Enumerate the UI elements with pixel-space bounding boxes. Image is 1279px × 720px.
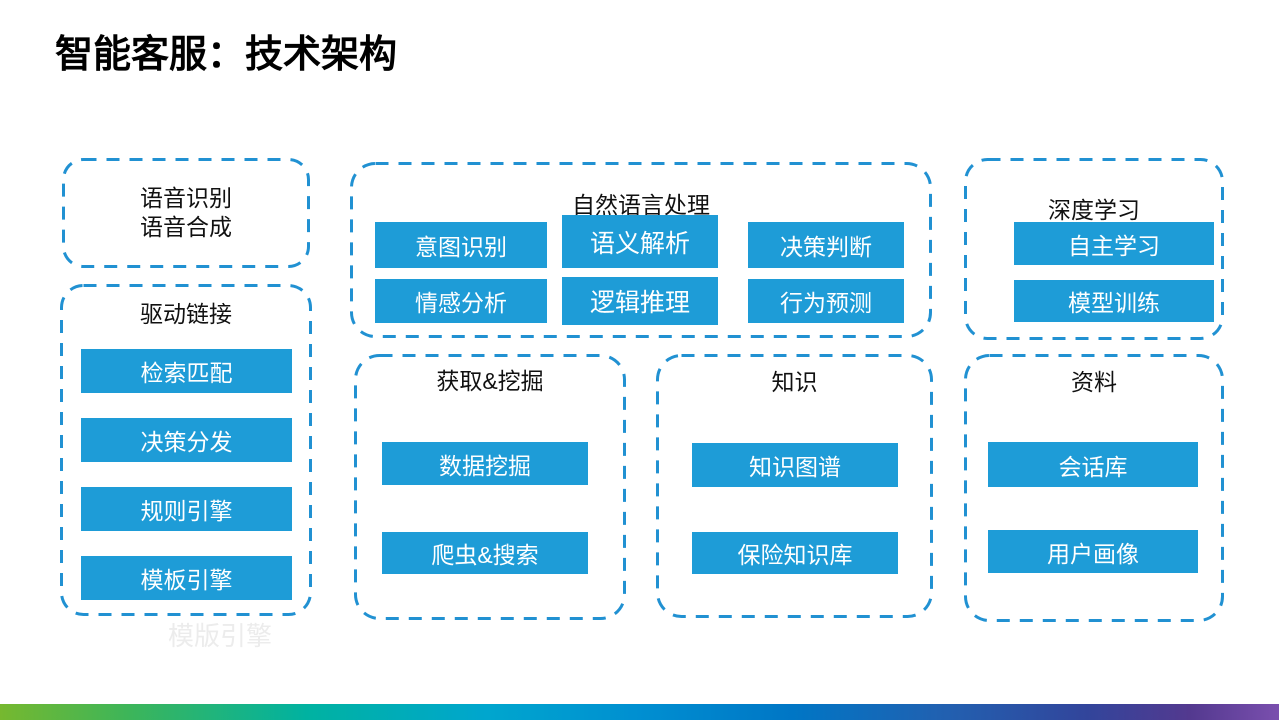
chip-autonomous-learning: 自主学习 [1014,222,1214,265]
group-knowledge: 知识 知识图谱 保险知识库 [656,354,933,618]
chip-intent-recognition: 意图识别 [375,222,547,268]
chip-insurance-knowledge-base: 保险知识库 [692,532,898,574]
dashed-border [62,158,310,268]
chip-data-mining: 数据挖掘 [382,442,588,485]
chip-retrieval-match: 检索匹配 [81,349,292,393]
ghost-watermark-text: 模版引擎 [167,621,272,651]
voice-group-label: 语音识别 语音合成 [62,184,310,242]
dashed-border [350,162,932,338]
chip-user-profile: 用户画像 [988,530,1198,573]
chip-rule-engine: 规则引擎 [81,487,292,531]
group-nlp: 自然语言处理 意图识别 语义解析 决策判断 情感分析 逻辑推理 行为预测 [350,162,932,338]
voice-line-synthesis: 语音合成 [140,214,232,240]
group-drive-title: 驱动链接 [140,301,232,327]
chip-knowledge-graph: 知识图谱 [692,443,898,487]
group-deep-learning: 深度学习 自主学习 模型训练 [964,158,1224,340]
dashed-border [354,354,626,620]
group-acquire-mining: 获取&挖掘 数据挖掘 爬虫&搜索 [354,354,626,620]
chip-decision-judgment: 决策判断 [748,222,904,268]
group-data-title: 资料 [1071,369,1117,395]
group-drive: 驱动链接 检索匹配 决策分发 规则引擎 模板引擎 [60,284,312,616]
group-voice: 语音识别 语音合成 [62,158,310,268]
chip-behavior-prediction: 行为预测 [748,279,904,323]
group-data: 资料 会话库 用户画像 [964,354,1224,622]
chip-crawler-search: 爬虫&搜索 [382,532,588,574]
group-acquire-mining-title: 获取&挖掘 [436,368,544,394]
dashed-border [964,354,1224,622]
group-knowledge-title: 知识 [771,369,818,395]
chip-sentiment-analysis: 情感分析 [375,279,547,323]
dashed-border [60,284,312,616]
chip-semantic-parsing: 语义解析 [562,215,718,268]
group-nlp-title: 自然语言处理 [572,192,710,218]
dashed-border [656,354,933,618]
chip-model-training: 模型训练 [1014,280,1214,322]
group-deep-learning-title: 深度学习 [1048,197,1140,223]
chip-conversation-library: 会话库 [988,442,1198,487]
chip-template-engine: 模板引擎 [81,556,292,600]
chip-logical-reasoning: 逻辑推理 [562,277,718,325]
bottom-gradient-bar [0,704,1279,720]
chip-decision-dispatch: 决策分发 [81,418,292,462]
page-title: 智能客服：技术架构 [55,34,398,76]
voice-line-recognition: 语音识别 [140,185,232,211]
